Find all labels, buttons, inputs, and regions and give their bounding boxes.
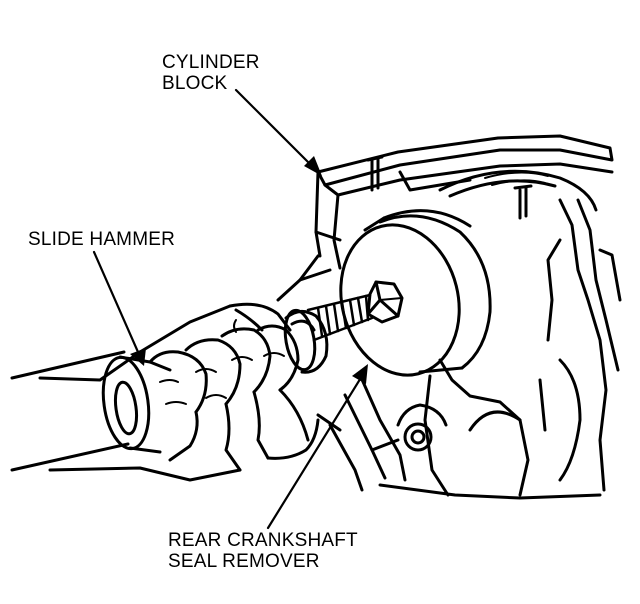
cylinder-block-drawing (276, 134, 622, 500)
cylinder-block-label-line1: CYLINDER (162, 52, 260, 73)
seal-remover-label-line2: SEAL REMOVER (168, 551, 320, 572)
threaded-shaft-drawing (306, 293, 374, 342)
slide-hammer-label: SLIDE HAMMER (28, 229, 175, 250)
seal-remover-drawing (339, 209, 492, 377)
cylinder-block-arrowhead (304, 156, 322, 176)
cylinder-block-label-line2: BLOCK (162, 73, 228, 94)
cylinder-block-label: CYLINDER BLOCK (162, 52, 260, 94)
seal-remover-label-line1: REAR CRANKSHAFT (168, 530, 358, 551)
slide-hammer-arrowhead (130, 348, 146, 366)
seal-remover-leader (266, 374, 364, 530)
leader-lines (92, 88, 368, 530)
slide-hammer-label-line1: SLIDE HAMMER (28, 229, 176, 250)
seal-remover-label: REAR CRANKSHAFT SEAL REMOVER (168, 530, 358, 572)
seal-remover-arrowhead (352, 364, 368, 384)
cylinder-block-leader (234, 88, 316, 170)
slide-hammer-leader (92, 250, 140, 354)
